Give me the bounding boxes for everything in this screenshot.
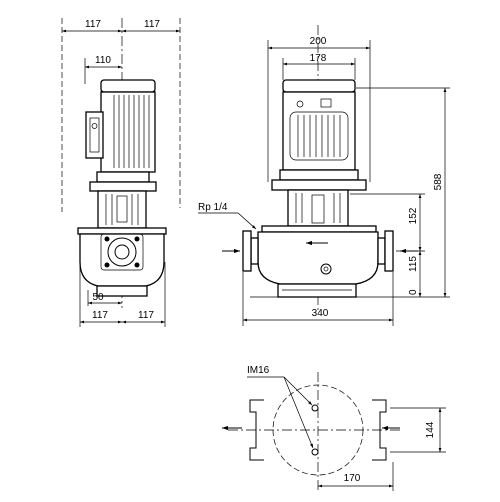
plan-outlet-flange (372, 399, 387, 461)
plan-bolt-leader-top (283, 376, 313, 406)
side-offset-dim-label: 110 (95, 55, 111, 66)
side-flange-bolt (104, 262, 110, 268)
side-top-dim-right-label: 117 (144, 19, 160, 30)
front-port-leader (198, 212, 257, 230)
side-coupling (116, 195, 128, 223)
plan-inlet-flange (249, 399, 264, 461)
side-terminal-box-cover (89, 117, 100, 153)
side-motor-flange (89, 181, 157, 192)
front-port-height-label: 152 (408, 207, 419, 224)
side-bottom-dim-right-label: 117 (138, 310, 154, 321)
side-motor-lower (96, 171, 150, 183)
front-outer-width-label: 200 (310, 36, 327, 47)
plan-bolt-leader-bottom (283, 376, 314, 449)
plan-bolt-spacing-label: 144 (425, 421, 436, 438)
front-center-height-label: 115 (408, 256, 419, 272)
front-outlet-flange (384, 230, 394, 272)
side-terminal-box (85, 111, 104, 159)
side-pump-top-band (77, 227, 167, 235)
side-motor-body (100, 91, 156, 173)
front-total-height-label: 588 (433, 173, 444, 190)
plan-base-outline (272, 384, 364, 476)
side-port-flange-plate (100, 233, 144, 271)
front-motor-flange (271, 179, 367, 191)
front-coupling (311, 194, 325, 224)
front-drain-plug (320, 263, 332, 275)
side-port-bore (114, 244, 130, 260)
side-top-dim-left-label: 117 (85, 19, 101, 30)
front-lifting-eye (296, 100, 304, 108)
side-motor-fan-cover (100, 79, 156, 93)
plan-offset-label: 170 (344, 473, 361, 484)
side-coupling-guard-lines (105, 194, 139, 225)
front-motor-fins (297, 115, 341, 157)
front-length-label: 340 (312, 308, 329, 319)
front-inlet-flange (242, 230, 252, 272)
front-pump-top-band (261, 225, 377, 233)
front-outlet-neck (377, 237, 386, 265)
front-motor-finned-section (289, 111, 349, 161)
front-motor-stool (287, 189, 349, 227)
side-motor-stool (97, 190, 147, 229)
side-pump-base (96, 285, 148, 297)
front-pump-base (277, 283, 357, 298)
front-inlet-neck (250, 237, 259, 265)
side-pump-housing (79, 233, 165, 287)
front-view: 200 178 Rp 1/4 (198, 25, 450, 326)
plan-bolt-hole-top (311, 404, 319, 412)
side-flange-bolt (134, 262, 140, 268)
front-pump-housing (257, 231, 379, 285)
plan-bolt-hole-bottom (311, 448, 319, 456)
front-inner-width-label: 178 (310, 53, 327, 64)
plan-view: IM16 144 170 (222, 365, 446, 492)
front-cable-gland (320, 98, 332, 108)
side-motor-fins (113, 95, 150, 168)
side-view: 117 117 110 50 117 (61, 18, 181, 327)
side-flange-bolt (134, 236, 140, 242)
front-motor-lower (279, 169, 359, 181)
front-coupling-guard-lines (295, 193, 341, 223)
front-port-label: Rp 1/4 (198, 202, 228, 213)
plan-bolt-label: IM16 (247, 365, 270, 376)
front-zero-label: 0 (408, 289, 419, 295)
side-bottom-dim-left-label: 117 (92, 310, 108, 321)
front-drain-plug-center (323, 266, 329, 272)
side-port-flange-outer (107, 237, 137, 267)
side-cable-gland (91, 123, 98, 129)
front-motor-fan-cover (282, 79, 356, 93)
front-motor-body (282, 91, 356, 171)
side-flange-bolt (104, 236, 110, 242)
side-base-offset-label: 50 (92, 292, 104, 303)
